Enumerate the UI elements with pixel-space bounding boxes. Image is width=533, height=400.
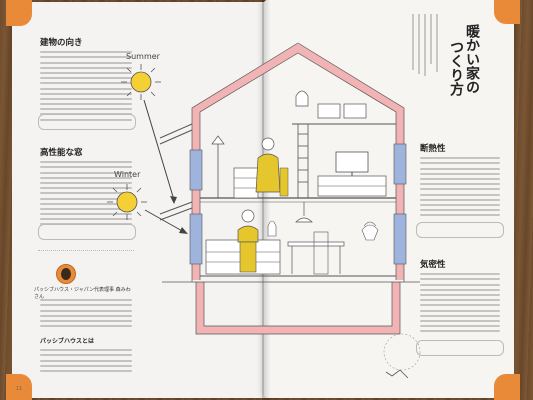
creature-icon (385, 369, 409, 379)
profile-name: パッシブハウス・ジャパン代表理事 森みわさん (34, 287, 131, 300)
pendant-lamp (295, 217, 313, 223)
box-heading: パッシブハウスとは (40, 338, 95, 345)
person-head (241, 209, 255, 223)
summer-sun-icon (121, 64, 161, 100)
section-heading-windows: 高性能な窓 (40, 148, 83, 158)
windows-caption (38, 224, 136, 240)
divider (38, 250, 134, 251)
airtightness-caption (416, 340, 504, 356)
person-lower-floor (237, 225, 259, 243)
person-head (261, 137, 275, 151)
book-spine-shadow (262, 0, 276, 400)
potted-plant (361, 224, 379, 241)
ladder (297, 124, 309, 198)
winter-label: Winter (114, 170, 141, 179)
page-number: 11 (16, 386, 23, 392)
vase (267, 220, 277, 237)
dining-chair (313, 231, 329, 275)
orange-corner-bottom-left (6, 374, 32, 400)
orange-corner-top-right (494, 0, 520, 24)
section-heading-airtightness: 気密性 (420, 260, 446, 270)
chair (279, 167, 289, 197)
article-title-line2: つくり方 (448, 40, 464, 96)
speech-bubble (383, 333, 421, 371)
orientation-caption (38, 114, 136, 130)
profile-body-text (40, 296, 132, 330)
attic-lamp (295, 90, 309, 107)
title-lead-text (412, 14, 442, 78)
foundation-wall (196, 282, 400, 334)
orange-corner-top-left (6, 0, 32, 26)
winter-sun-ray (144, 209, 185, 233)
passive-house-body-text (40, 346, 132, 375)
profile-avatar (56, 264, 76, 284)
dining-table (287, 241, 345, 247)
summer-sun-ray (143, 99, 175, 201)
windows (189, 143, 407, 265)
section-heading-insulation: 断熱性 (420, 144, 446, 154)
summer-label: Summer (126, 52, 160, 61)
orange-corner-bottom-right (494, 374, 520, 400)
article-title-line1: 暖かい家の (464, 24, 480, 94)
section-heading-orientation: 建物の向き (40, 38, 83, 48)
tv-icon (335, 151, 369, 173)
winter-sun-icon (107, 184, 147, 220)
storage-box (343, 103, 367, 119)
storage-box (317, 103, 341, 119)
insulation-body-text (420, 154, 500, 219)
dresser (233, 167, 259, 199)
person-upper-floor (255, 153, 281, 193)
airtightness-body-text (420, 270, 500, 335)
insulation-caption (416, 222, 504, 238)
